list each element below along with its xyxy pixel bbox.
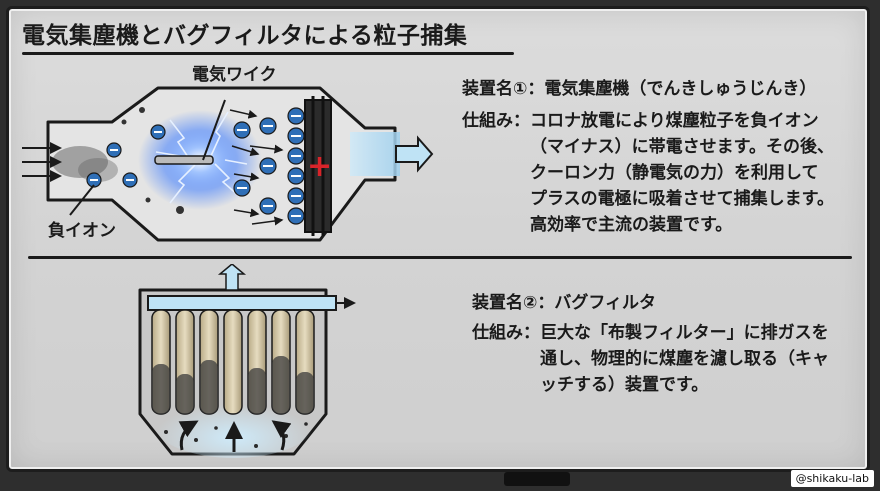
corona-discharge: [155, 111, 248, 204]
manifold-pipe: [147, 295, 337, 311]
plus-sign: +: [307, 149, 332, 184]
dust-cloud: [52, 146, 108, 178]
mechanism-label-1: 仕組み：: [462, 111, 530, 131]
mechanism-2: 仕組み： 巨大な「布製フィルター」に排ガスを 通し、物理的に煤塵を濾し取る（キャ…: [472, 320, 829, 398]
outlet-arrow: [395, 135, 434, 173]
ion-flow-arrows: [229, 109, 284, 226]
top-outlet-arrow: [217, 264, 247, 291]
mechanism-1-line: プラスの電極に吸着させて捕集します。: [530, 189, 834, 209]
mechanism-2-line: ッチする）装置です。: [540, 375, 709, 395]
mechanism-1-line: クーロン力（静電気の力）を利用して: [530, 163, 819, 183]
device-name-1: 装置名①：電気集塵機（でんきしゅうじんき）: [462, 79, 817, 99]
mechanism-1-line: 高効率で主流の装置です。: [530, 215, 733, 235]
mechanism-1-line: コロナ放電により煤塵粒子を負イオン: [530, 111, 819, 131]
mechanism-2-line: 通し、物理的に煤塵を濾し取る（キャ: [540, 349, 829, 369]
credit-badge: @shikaku-lab: [790, 470, 874, 487]
page-title: 電気集塵機とバグフィルタによる粒子捕集: [22, 23, 468, 49]
mechanism-label-2: 仕組み：: [472, 323, 540, 343]
mechanism-1-line: （マイナス）に帯電させます。その後、: [530, 137, 834, 157]
collector-electrode: [304, 99, 332, 233]
ion-label: 負イオン: [48, 221, 116, 241]
section-divider: [28, 256, 852, 259]
mechanism-2-line: 巨大な「布製フィルター」に排ガスを: [540, 323, 829, 343]
discharge-wire: [154, 155, 214, 165]
mechanism-text-1: コロナ放電により煤塵粒子を負イオン （マイナス）に帯電させます。その後、 クーロ…: [530, 108, 834, 238]
ion-minus-signs: [90, 115, 301, 217]
clean-gas-outlet: [350, 132, 400, 176]
marker-tray: [504, 472, 570, 486]
precipitator-diagram: +: [22, 86, 434, 242]
bagfilter-diagram: [138, 264, 356, 458]
mechanism-1: 仕組み： コロナ放電により煤塵粒子を負イオン （マイナス）に帯電させます。その後…: [462, 108, 834, 238]
dirty-gas-arrows: [178, 420, 292, 452]
device-name-2: 装置名②：バグフィルタ: [472, 293, 657, 313]
dust-deposits: [152, 356, 314, 414]
mechanism-text-2: 巨大な「布製フィルター」に排ガスを 通し、物理的に煤塵を濾し取る（キャ ッチする…: [540, 320, 829, 398]
title-underline: [22, 52, 514, 55]
wire-label: 電気ワイク: [192, 65, 277, 85]
